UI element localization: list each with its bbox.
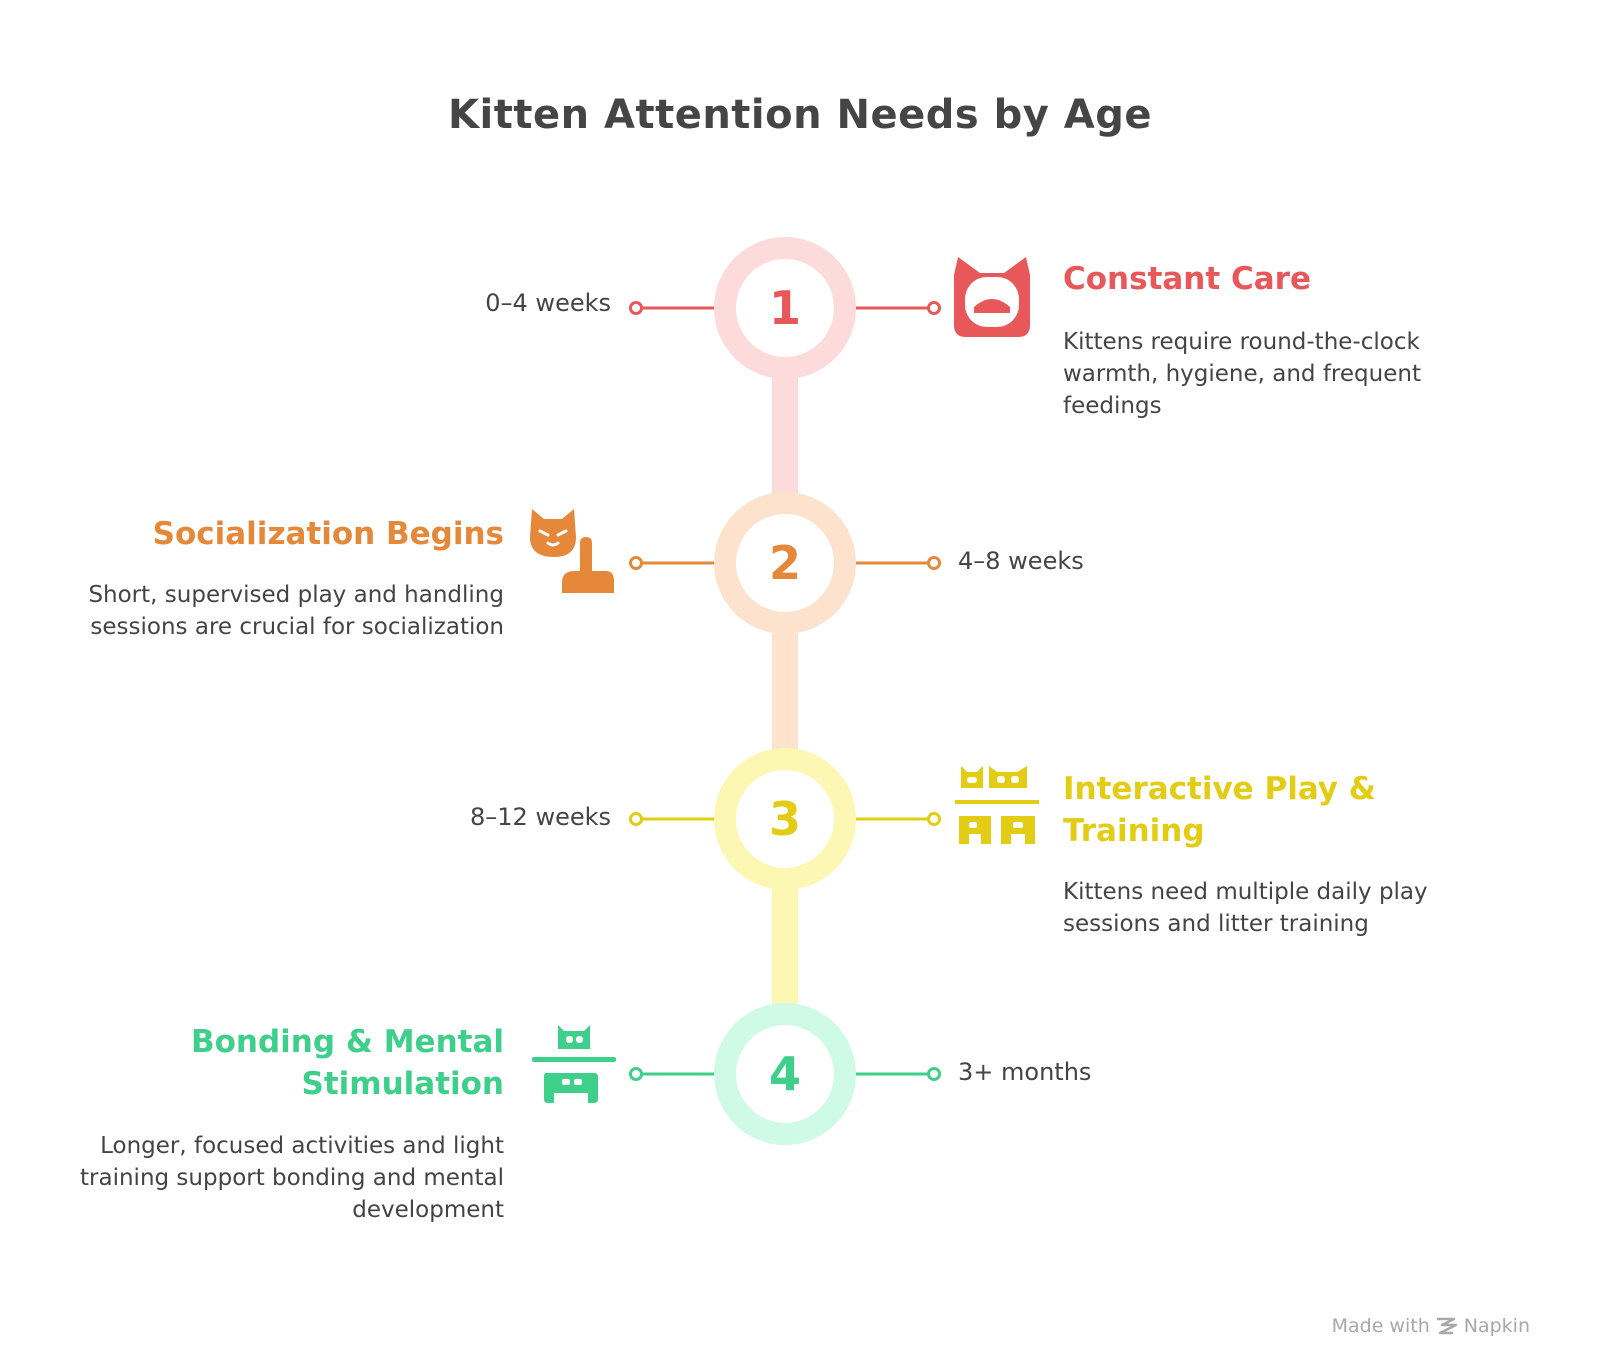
branch-dot-left-4 [629,1067,643,1081]
napkin-logo-icon [1436,1317,1457,1335]
step-number-1: 1 [768,281,801,335]
made-with-label: Made with [1331,1315,1430,1337]
step-heading-2: Socialization Begins [152,516,504,552]
branch-dot-right-2 [927,556,941,570]
timeline-connector-1 [772,375,798,496]
step-age-4: 3+ months [958,1058,1092,1086]
cat-face-icon [954,257,1030,337]
cat-pair-icon [955,766,1039,844]
branch-dot-left-2 [629,556,643,570]
branch-dot-left-3 [629,812,643,826]
step-heading-4: Bonding & Mental Stimulation [191,1024,504,1102]
step-number-3: 3 [768,792,801,846]
cat-with-hand-icon [530,509,614,593]
branch-dot-right-1 [927,301,941,315]
branch-dot-right-4 [927,1067,941,1081]
step-description-2: Short, supervised play and handling sess… [88,582,504,640]
step-ring-4 [714,1003,856,1145]
napkin-brand-label: Napkin [1463,1315,1530,1337]
step-age-3: 8–12 weeks [470,803,611,831]
step-heading-1: Constant Care [1063,261,1311,297]
step-ring-3 [714,748,856,890]
step-ring-1 [714,237,856,379]
page-title: Kitten Attention Needs by Age [448,92,1152,138]
footer-credit[interactable]: Made with Napkin [1332,1315,1530,1337]
step-number-4: 4 [768,1047,801,1101]
step-age-2: 4–8 weeks [958,547,1084,575]
cat-bond-icon [532,1025,616,1103]
step-number-2: 2 [768,536,801,590]
step-description-1: Kittens require round-the-clock warmth, … [1063,329,1421,419]
timeline-connector-2 [772,630,798,752]
timeline-connector-3 [772,886,798,1007]
step-age-1: 0–4 weeks [485,289,611,317]
branch-dot-right-3 [927,812,941,826]
step-ring-2 [714,492,856,634]
step-description-4: Longer, focused activities and light tra… [80,1133,504,1223]
branch-dot-left-1 [629,301,643,315]
step-heading-3: Interactive Play & Training [1063,771,1376,849]
step-description-3: Kittens need multiple daily play session… [1063,879,1428,937]
